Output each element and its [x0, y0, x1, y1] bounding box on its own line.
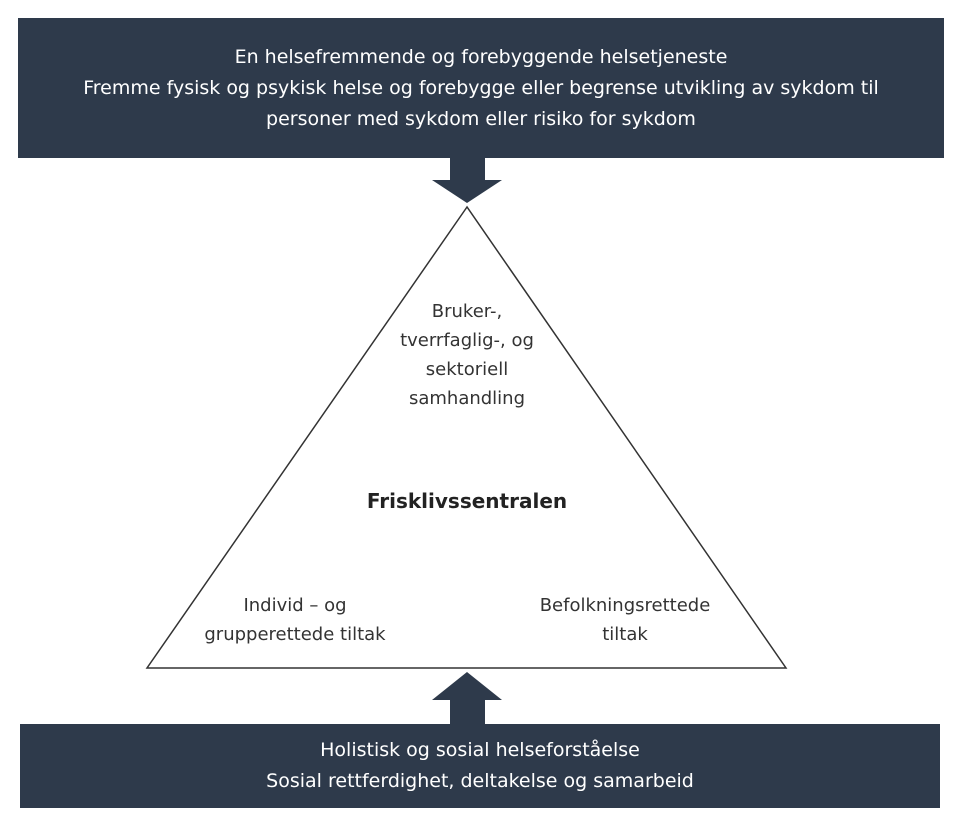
bottom-box: Holistisk og sosial helseforståelse Sosi… — [20, 724, 940, 808]
collaboration-line-2: tverrfaglig-, og — [400, 330, 534, 351]
collaboration-line-3: sektoriell — [425, 359, 509, 380]
population-line-1: Befolkningsrettede — [539, 595, 711, 616]
down-arrow-icon — [432, 157, 502, 203]
individual-measures-label: Individ – og grupperettede tiltak — [175, 591, 415, 649]
individual-line-2: grupperettede tiltak — [204, 624, 386, 645]
population-line-2: tiltak — [602, 624, 648, 645]
collaboration-line-4: samhandling — [408, 388, 526, 409]
bottom-box-title: Holistisk og sosial helseforståelse — [320, 739, 640, 761]
top-box: En helsefremmende og forebyggende helset… — [18, 18, 944, 158]
triangle — [145, 205, 788, 669]
bottom-box-line-2: Sosial rettferdighet, deltakelse og sama… — [266, 770, 694, 792]
center-title: Frisklivssentralen — [366, 489, 568, 513]
top-box-title: En helsefremmende og forebyggende helset… — [234, 45, 728, 68]
collaboration-label: Bruker-, tverrfaglig-, og sektoriell sam… — [367, 297, 567, 413]
individual-line-1: Individ – og — [243, 595, 347, 616]
collaboration-line-1: Bruker-, — [431, 301, 503, 322]
top-box-line-2: Fremme fysisk og psykisk helse og foreby… — [83, 76, 879, 99]
top-box-line-3: personer med sykdom eller risiko for syk… — [266, 107, 696, 130]
up-arrow-icon — [432, 672, 502, 725]
population-measures-label: Befolkningsrettede tiltak — [505, 591, 745, 649]
